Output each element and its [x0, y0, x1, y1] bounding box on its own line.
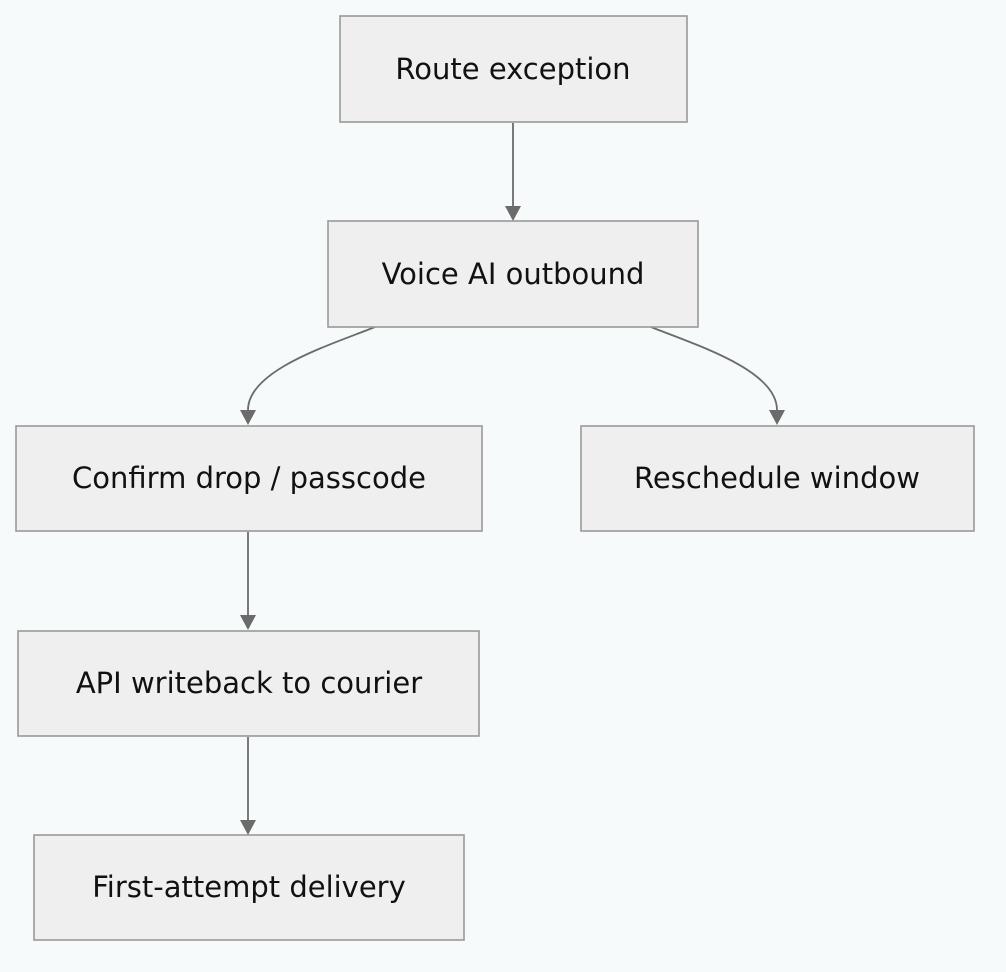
arrowhead-first-attempt [240, 820, 256, 835]
node-route-exception: Route exception [339, 15, 688, 123]
edge-voice-ai-to-reschedule [650, 326, 778, 411]
node-reschedule-window: Reschedule window [580, 425, 975, 532]
node-box [15, 425, 483, 532]
node-voice-ai-outbound: Voice AI outbound [327, 220, 699, 328]
arrowhead-confirm-drop [240, 410, 256, 425]
edge-voice-ai-to-confirm-drop [247, 326, 376, 411]
node-first-attempt-delivery: First-attempt delivery [33, 834, 465, 941]
node-box [33, 834, 465, 941]
node-label: Confirm drop / passcode [72, 461, 426, 495]
node-box [327, 220, 699, 328]
arrowhead-voice-ai [505, 206, 521, 221]
node-api-writeback: API writeback to courier [17, 630, 480, 737]
arrowhead-api-writeback [240, 615, 256, 630]
node-label: Route exception [395, 52, 630, 86]
node-confirm-drop-passcode: Confirm drop / passcode [15, 425, 483, 532]
node-label: First-attempt delivery [92, 870, 406, 904]
node-box [17, 630, 480, 737]
node-box [580, 425, 975, 532]
node-label: Reschedule window [634, 461, 920, 495]
edges [240, 123, 785, 835]
node-label: Voice AI outbound [382, 257, 645, 291]
arrowhead-reschedule [769, 410, 785, 425]
node-label: API writeback to courier [76, 666, 422, 700]
node-box [339, 15, 688, 123]
